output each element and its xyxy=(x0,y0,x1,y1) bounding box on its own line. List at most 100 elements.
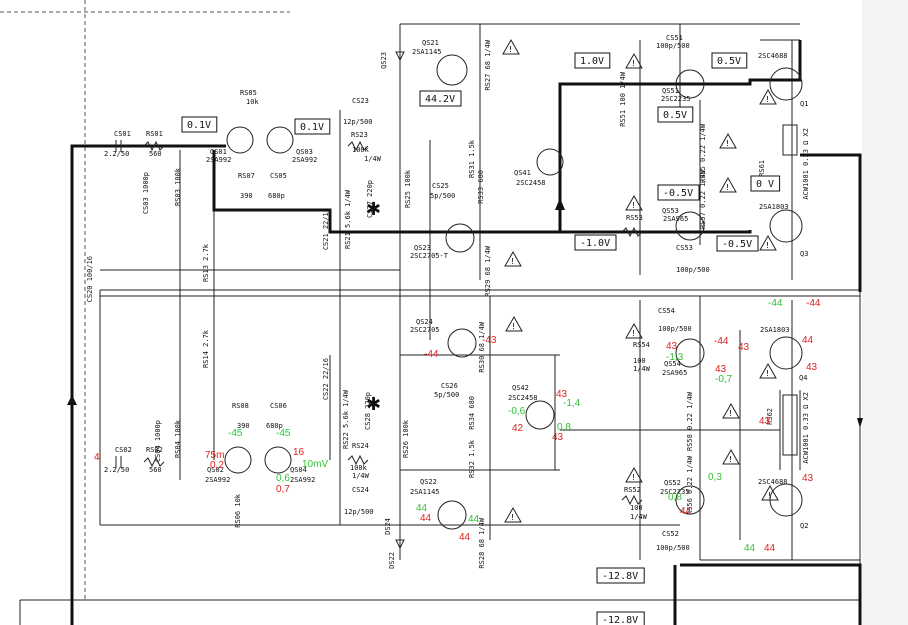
part-label: 5p/500 xyxy=(430,192,455,200)
green-measurement: 44 xyxy=(416,503,428,514)
part-label: CS54 xyxy=(658,307,675,315)
part-label: 2SA1803 xyxy=(759,203,789,211)
part-label: RS54 xyxy=(633,341,650,349)
red-measurement: 44 xyxy=(802,335,814,346)
voltage-box-label: -12.8V xyxy=(602,571,638,582)
part-label: 680p xyxy=(268,192,285,200)
vertical-part-label: RS30 68 1/4W xyxy=(478,321,486,372)
vertical-part-label: DS24 xyxy=(384,518,392,535)
voltage-box-frame xyxy=(596,611,645,625)
part-label: 1/4W xyxy=(630,513,648,521)
vertical-part-label: RS51 100 1/4W xyxy=(619,71,627,127)
part-label: CS25 xyxy=(432,182,449,190)
part-label: CS01 xyxy=(114,130,131,138)
part-label: QS21 xyxy=(422,39,439,47)
svg-text:!: ! xyxy=(766,241,769,250)
transistors xyxy=(224,54,803,530)
part-label: 560 xyxy=(149,150,162,158)
part-label: 2SA1145 xyxy=(412,48,442,56)
part-label: 100 xyxy=(630,504,643,512)
part-label: 12p/500 xyxy=(343,118,373,126)
part-label: QS04 xyxy=(290,466,307,474)
part-label: Q2 xyxy=(800,522,808,530)
part-label: 2SA992 xyxy=(292,156,317,164)
warning-icon: ! xyxy=(502,38,520,55)
part-label: CS24 xyxy=(352,486,369,494)
svg-text:!: ! xyxy=(729,409,732,418)
vertical-part-label: RS04 100k xyxy=(174,419,182,458)
voltage-box-frame xyxy=(574,234,617,251)
green-measurement: -45 xyxy=(276,428,291,439)
vertical-part-label: RS21 5.6k 1/4W xyxy=(344,189,352,249)
part-label: 2.2/50 xyxy=(104,466,129,474)
vertical-part-label: RS25 100k xyxy=(404,169,412,208)
part-label: RS52 xyxy=(624,486,641,494)
red-measurement: 4 xyxy=(94,452,100,463)
part-label: 2SC2235 xyxy=(660,488,690,496)
svg-text:!: ! xyxy=(632,59,635,68)
red-measurement: 44 xyxy=(764,543,776,554)
part-label: 100p/500 xyxy=(676,266,710,274)
warning-icon: ! xyxy=(625,52,643,69)
voltage-box-label: -1.0V xyxy=(580,238,610,249)
svg-text:✱: ✱ xyxy=(366,199,381,220)
voltage-box-frame xyxy=(716,235,759,252)
svg-text:!: ! xyxy=(512,322,515,331)
part-label: RS07 xyxy=(238,172,255,180)
red-measurement: -44 xyxy=(424,349,439,360)
part-label: 2SA1145 xyxy=(410,488,440,496)
vertical-part-label: RS22 5.6k 1/4W xyxy=(342,389,350,449)
part-label: CS51 xyxy=(666,34,683,42)
part-label: 12p/500 xyxy=(344,508,374,516)
red-measurement: -44 xyxy=(806,298,821,309)
passives: ✱ ✱ xyxy=(115,51,798,550)
part-label: 390 xyxy=(240,192,253,200)
vertical-part-label: CS28 220p xyxy=(364,392,372,430)
voltage-box-label: -0.5V xyxy=(722,239,752,250)
part-label: 5p/500 xyxy=(434,391,459,399)
part-label: 2.2/50 xyxy=(104,150,129,158)
vertical-part-label: RS31 1.5k xyxy=(468,139,476,178)
green-measurement: 0,3 xyxy=(708,472,722,483)
voltage-box-frame xyxy=(294,118,331,135)
part-label: 2SC2458 xyxy=(516,179,546,187)
red-measurement: 43 xyxy=(666,341,678,352)
green-measurement: -1,3 xyxy=(666,352,684,363)
warning-icon: ! xyxy=(761,484,779,501)
voltage-box-label: 0.5V xyxy=(663,110,687,121)
part-label: 100p/500 xyxy=(658,325,692,333)
warning-icon: ! xyxy=(625,322,643,339)
green-measurement: 44 xyxy=(744,543,756,554)
part-label: QS51 xyxy=(662,87,679,95)
part-label: 2SC4688 xyxy=(758,52,788,60)
green-measurement: 10mV xyxy=(302,459,328,470)
part-label: CS53 xyxy=(676,244,693,252)
voltage-box-frame xyxy=(419,90,462,107)
warning-icon: ! xyxy=(504,506,522,523)
part-label: QS52 xyxy=(664,479,681,487)
red-measurement: 0,7 xyxy=(276,484,290,495)
part-label: 560 xyxy=(149,466,162,474)
green-measurement: 44 xyxy=(468,514,480,525)
green-measurement: -1,4 xyxy=(563,398,581,409)
part-label: 2SC2705-T xyxy=(410,252,449,260)
warning-icon: ! xyxy=(722,448,740,465)
part-label: 2SC2705 xyxy=(410,326,440,334)
green-measurement: -0,6 xyxy=(508,406,526,417)
part-label: RS24 xyxy=(352,442,369,450)
svg-text:!: ! xyxy=(632,201,635,210)
warning-icon: ! xyxy=(504,250,522,267)
voltage-box-frame xyxy=(657,106,694,123)
warning-icons: ! ! ! ! ! ! ! ! ! ! ! ! ! ! ! ! xyxy=(502,38,779,523)
vertical-part-label: CS21 22/16 xyxy=(322,208,330,250)
voltage-box-frame xyxy=(181,116,218,133)
voltage-box-frame xyxy=(750,175,781,192)
red-measurement: 0,2 xyxy=(210,460,224,471)
part-label: QS24 xyxy=(416,318,433,326)
vertical-part-label: RS28 68 1/4W xyxy=(478,517,486,568)
vertical-part-label: RS14 2.7k xyxy=(202,329,210,368)
vertical-part-label: RS32 1.5k xyxy=(468,439,476,478)
warning-icon: ! xyxy=(719,132,737,149)
